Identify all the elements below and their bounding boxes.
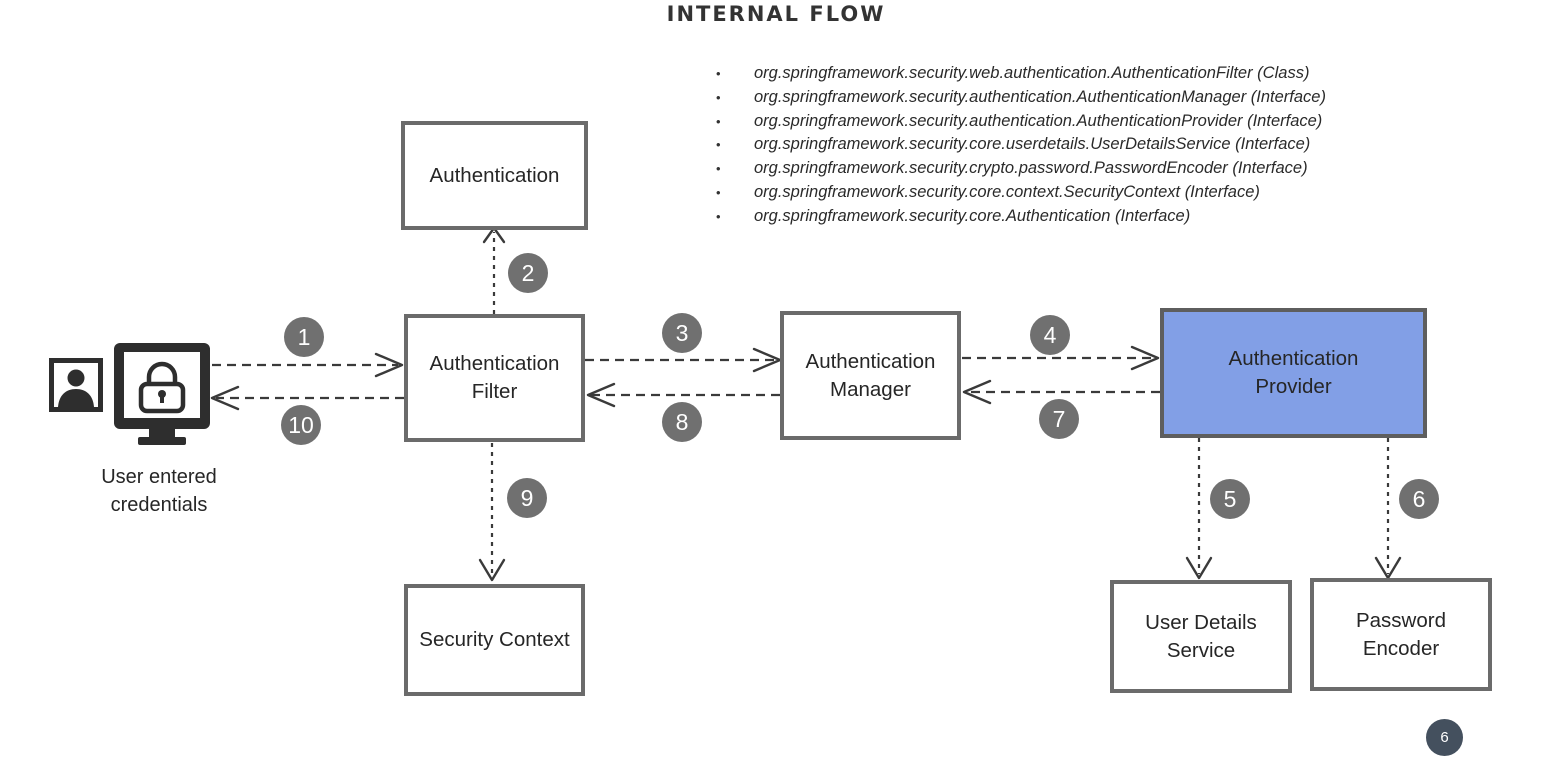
class-list-item: org.springframework.security.web.authent… <box>716 62 1326 86</box>
arrowhead-step-9 <box>478 558 506 582</box>
password-encoder-label: Password Encoder <box>1355 608 1446 660</box>
user-details-service-box[interactable]: User Details Service <box>1110 580 1292 693</box>
arrowhead-step-1 <box>374 352 404 378</box>
step-badge-7: 7 <box>1039 399 1079 439</box>
user-caption: User entered credentials <box>101 466 217 516</box>
security-context-label: Security Context <box>419 628 570 651</box>
step-badge-8: 8 <box>662 402 702 442</box>
authentication-box[interactable]: Authentication <box>401 121 588 230</box>
class-list-item: org.springframework.security.core.userde… <box>716 133 1326 157</box>
authentication-box-label: Authentication <box>429 163 560 187</box>
user-details-service-label: User Details Service <box>1145 610 1257 662</box>
arrowhead-step-7 <box>962 379 992 405</box>
class-list-item: org.springframework.security.core.contex… <box>716 181 1326 205</box>
class-list: org.springframework.security.web.authent… <box>716 62 1326 229</box>
step-badge-3: 3 <box>662 313 702 353</box>
step-badge-9: 9 <box>507 478 547 518</box>
arrowhead-step-5 <box>1185 556 1213 580</box>
arrowhead-step-8 <box>586 382 616 408</box>
class-list-item: org.springframework.security.authenticat… <box>716 110 1326 134</box>
arrowhead-step-4 <box>1130 345 1160 371</box>
page-number-badge: 6 <box>1426 719 1463 756</box>
authentication-provider-box[interactable]: Authentication Provider <box>1160 308 1427 438</box>
step-badge-2: 2 <box>508 253 548 293</box>
step-badge-5: 5 <box>1210 479 1250 519</box>
authentication-manager-box[interactable]: Authentication Manager <box>780 311 961 440</box>
authentication-manager-label: Authentication Manager <box>805 349 936 401</box>
authentication-filter-box[interactable]: Authentication Filter <box>404 314 585 442</box>
arrowhead-step-10 <box>210 385 240 411</box>
page-title: INTERNAL FLOW <box>666 2 886 26</box>
class-list-item: org.springframework.security.authenticat… <box>716 86 1326 110</box>
person-silhouette-icon <box>49 358 103 412</box>
security-context-box[interactable]: Security Context <box>404 584 585 696</box>
step-badge-4: 4 <box>1030 315 1070 355</box>
class-list-item: org.springframework.security.crypto.pass… <box>716 157 1326 181</box>
authentication-provider-label: Authentication Provider <box>1228 347 1359 398</box>
step-badge-6: 6 <box>1399 479 1439 519</box>
password-encoder-box[interactable]: Password Encoder <box>1310 578 1492 691</box>
monitor-lock-icon <box>114 343 210 445</box>
class-list-item: org.springframework.security.core.Authen… <box>716 205 1326 229</box>
step-badge-10: 10 <box>281 405 321 445</box>
authentication-filter-label: Authentication Filter <box>429 352 560 403</box>
step-badge-1: 1 <box>284 317 324 357</box>
